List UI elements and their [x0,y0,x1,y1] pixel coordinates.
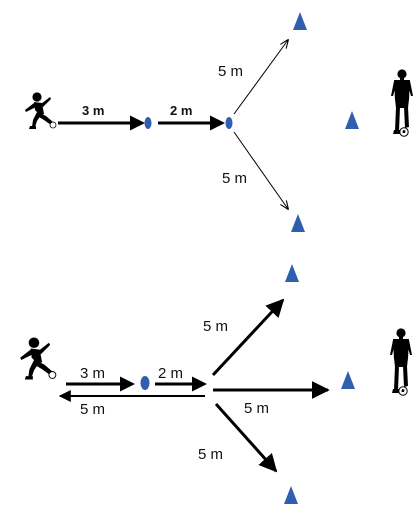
standing-player-icon [390,68,414,137]
marker-icon [225,117,233,129]
marker-icon [144,117,152,129]
label-5m-lower: 5 m [222,170,247,187]
cone-icon [285,264,299,282]
arrow-5m-lower [233,131,288,209]
label-3m: 3 m [82,103,104,118]
cone-icon [291,214,305,232]
cone-icon [284,486,298,504]
kicking-player-icon [24,92,57,130]
label-5m-upper: 5 m [203,318,228,335]
cone-icon [341,371,355,389]
top-drill: 3 m 2 m 5 m 5 m [24,12,414,232]
label-5m-lower: 5 m [198,446,223,463]
kicking-player-icon [19,336,57,381]
label-5m-back: 5 m [80,401,105,418]
cone-icon [293,12,307,30]
arrow-5m-upper [211,298,285,377]
cone-icon [345,111,359,129]
label-2m: 2 m [170,103,192,118]
marker-icon [140,376,150,390]
arrow-5m-lower [214,402,278,473]
arrow-5m-upper [233,40,288,115]
label-2m: 2 m [158,365,183,382]
bottom-drill: 3 m 2 m 5 m 5 m 5 m 5 m [19,264,413,504]
label-5m-straight: 5 m [244,400,269,417]
standing-player-icon [389,327,413,396]
label-5m-upper: 5 m [218,63,243,80]
label-3m: 3 m [80,365,105,382]
